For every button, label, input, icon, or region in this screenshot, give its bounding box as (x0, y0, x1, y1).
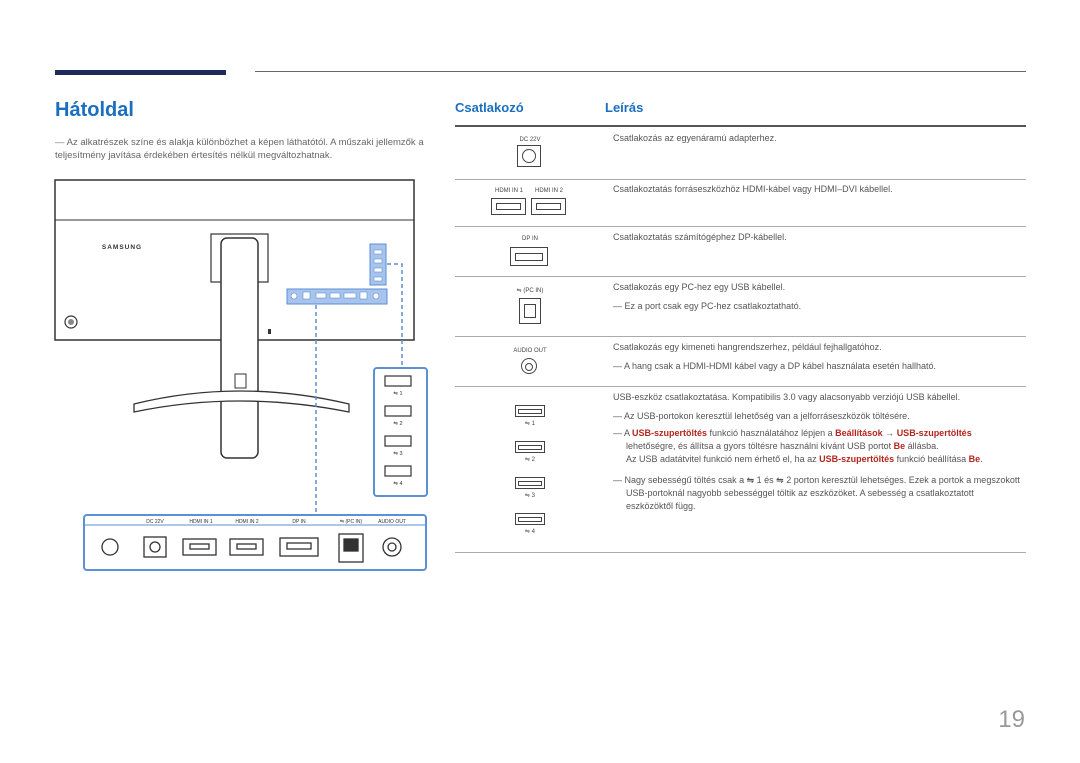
row-divider (455, 226, 1026, 227)
col-header-description: Leírás (605, 100, 644, 115)
audio-desc: Csatlakozás egy kimeneti hangrendszerhez… (613, 342, 882, 352)
callout-usb-label: ⇋ 4 (393, 480, 402, 487)
page-title: Hátoldal (55, 99, 134, 121)
usb-port-label: ⇋ 1 (524, 421, 536, 427)
usb-desc-block: USB-eszköz csatlakoztatása. Kompatibilis… (613, 391, 1023, 513)
audio-note: ― A hang csak a HDMI-HDMI kábel vagy a D… (613, 361, 937, 371)
callout-hdmi1-inner (189, 543, 210, 550)
usb-callout-box (373, 367, 428, 497)
pcin-desc: Csatlakozás egy PC-hez egy USB kábellel. (613, 282, 786, 292)
row-divider (455, 336, 1026, 337)
usb-desc: USB-eszköz csatlakoztatása. Kompatibilis… (613, 392, 961, 402)
audio-desc-block: Csatlakozás egy kimeneti hangrendszerhez… (613, 341, 1023, 373)
stand-base (133, 390, 350, 413)
stand-clip (234, 373, 247, 389)
dc-desc: Csatlakozás az egyenáramú adapterhez. (613, 133, 777, 143)
callout-port-label: HDMI IN 2 (235, 519, 259, 525)
dp-desc: Csatlakoztatás számítógéphez DP-kábellel… (613, 232, 787, 242)
usb-note-3: Az USB adatátvitel funkció nem érhető el… (626, 454, 983, 464)
dp-port-icon (510, 247, 548, 266)
usb-port-icon (515, 405, 545, 417)
brand-logo: SAMSUNG (102, 244, 142, 251)
usb-port-label: ⇋ 3 (524, 493, 536, 499)
audio-port-label: AUDIO OUT (513, 348, 547, 354)
callout-dc-inner (149, 541, 161, 553)
callout-port-label: ⇋ (PC IN) (340, 519, 363, 525)
hdmi2-port-label: HDMI IN 2 (534, 188, 563, 194)
pcin-note: ― Ez a port csak egy PC-hez csatlakoztat… (613, 301, 802, 311)
power-button-inner (68, 319, 74, 325)
stand-neck (220, 237, 259, 459)
table-header-rule (455, 125, 1026, 127)
usb-port-icon (515, 513, 545, 525)
usb-note-2: ― A USB-szupertöltés funkció használatáh… (613, 428, 972, 451)
usb-ss-icon: ⇋ (776, 475, 784, 485)
header-rule (255, 71, 1026, 72)
monitor-back-diagram: SAMSUNG ⇋ 1 ⇋ 2 ⇋ 3 ⇋ 4 DC 22V HDMI IN 1 HDMI… (54, 179, 428, 571)
hdmi2-port-icon (531, 198, 566, 215)
callout-usb-label: ⇋ 1 (393, 390, 402, 397)
kensington-icon (268, 329, 271, 334)
dc-port-icon (517, 145, 541, 167)
callout-port-label: DC 22V (146, 519, 164, 525)
pcin-port-label: ⇋ (PC IN) (516, 288, 544, 294)
callout-audio-inner (387, 542, 397, 552)
hdmi-desc: Csatlakoztatás forráseszközhöz HDMI-kábe… (613, 184, 893, 194)
usb-note-4: ― Nagy sebességű töltés csak a ⇋ 1 és ⇋ … (613, 475, 1020, 511)
dc-port-label: DC 22V (519, 137, 541, 143)
usb-port-label: ⇋ 4 (524, 529, 536, 535)
usb-leader-line (387, 263, 403, 366)
usb-symbol-icon: ⇋ (516, 288, 524, 294)
callout-port-label: AUDIO OUT (378, 519, 406, 525)
hdmi1-port-icon (491, 198, 526, 215)
row-divider (455, 552, 1026, 553)
pcin-desc-block: Csatlakozás egy PC-hez egy USB kábellel.… (613, 281, 1023, 313)
callout-port-label: HDMI IN 1 (189, 519, 213, 525)
page-number: 19 (998, 706, 1025, 733)
usb-note-1: ― Az USB-portokon keresztül lehetőség va… (613, 411, 910, 421)
callout-usb-port-icon (384, 405, 412, 417)
callout-usb-port-icon (384, 435, 412, 447)
note-text: Az alkatrészek színe és alakja különbözh… (55, 137, 424, 161)
callout-usb-label: ⇋ 3 (393, 450, 402, 457)
audio-port-icon (521, 358, 537, 374)
row-divider (455, 386, 1026, 387)
usb-port-label: ⇋ 2 (524, 457, 536, 463)
usb-ports-column: ⇋ 1 ⇋ 2 ⇋ 3 ⇋ 4 (512, 405, 548, 540)
callout-usb-label: ⇋ 2 (393, 420, 402, 427)
note-dash: ― (55, 137, 65, 148)
callout-dp-inner (286, 542, 312, 550)
callout-pcin-inner (343, 538, 359, 552)
callout-power-icon (101, 538, 119, 556)
usb-port-icon (515, 477, 545, 489)
page-note: ― Az alkatrészek színe és alakja különbö… (55, 136, 425, 162)
col-header-connector: Csatlakozó (455, 100, 524, 115)
usb-port-icon (515, 441, 545, 453)
pcin-port-icon (519, 298, 541, 324)
callout-usb-port-icon (384, 465, 412, 477)
row-divider (455, 179, 1026, 180)
dp-port-label: DP IN (522, 236, 538, 242)
usb-ss-icon: ⇋ (746, 475, 755, 485)
callout-hdmi2-inner (236, 543, 257, 550)
row-divider (455, 276, 1026, 277)
callout-usb-port-icon (384, 375, 412, 387)
callout-port-label: DP IN (292, 519, 306, 525)
header-accent-bar (55, 70, 226, 75)
hdmi1-port-label: HDMI IN 1 (494, 188, 523, 194)
